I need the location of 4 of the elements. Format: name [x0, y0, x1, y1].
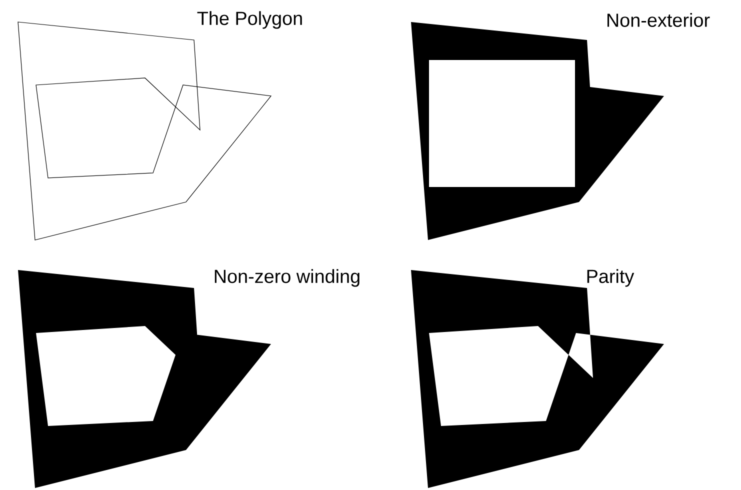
panel-title: The Polygon: [197, 11, 302, 29]
panel-title: Parity: [587, 269, 634, 287]
panel-title: Non-exterior: [607, 13, 710, 27]
panel-title: Non-zero winding: [214, 269, 360, 287]
